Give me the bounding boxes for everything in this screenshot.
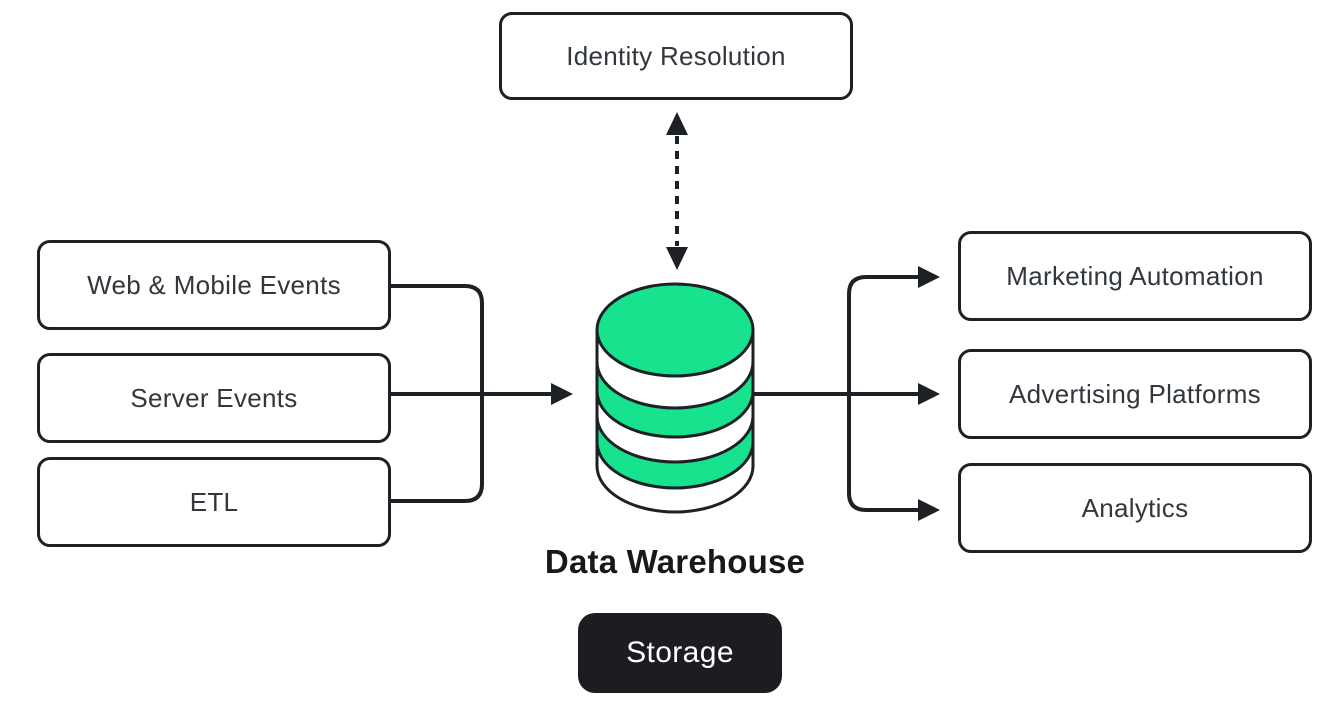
storage-badge-label: Storage <box>626 636 734 669</box>
node-marketing-automation: Marketing Automation <box>958 231 1312 321</box>
node-analytics-label: Analytics <box>1081 492 1189 523</box>
node-etl: ETL <box>37 457 391 547</box>
node-advertising-platforms: Advertising Platforms <box>958 349 1312 439</box>
node-identity-resolution-label: Identity Resolution <box>566 40 786 71</box>
node-advertising-platforms-label: Advertising Platforms <box>1009 378 1261 409</box>
node-server-events-label: Server Events <box>130 382 298 413</box>
database-cylinder-icon <box>595 282 755 514</box>
node-marketing-automation-label: Marketing Automation <box>1006 260 1264 291</box>
dashed-bidirectional-arrow-icon <box>666 112 688 270</box>
arrowhead-into-warehouse-icon <box>551 383 573 405</box>
arrowhead-analytics-icon <box>918 499 940 521</box>
data-warehouse-title: Data Warehouse <box>544 543 806 580</box>
destinations-split-connector <box>753 266 940 521</box>
storage-badge: Storage <box>578 613 782 693</box>
arrowhead-advertising-icon <box>918 383 940 405</box>
arrowhead-marketing-icon <box>918 266 940 288</box>
node-etl-label: ETL <box>189 486 239 517</box>
node-web-mobile-events: Web & Mobile Events <box>37 240 391 330</box>
node-web-mobile-events-label: Web & Mobile Events <box>87 269 341 300</box>
sources-merge-connector <box>391 284 573 503</box>
node-server-events: Server Events <box>37 353 391 443</box>
node-identity-resolution: Identity Resolution <box>499 12 853 100</box>
node-analytics: Analytics <box>958 463 1312 553</box>
